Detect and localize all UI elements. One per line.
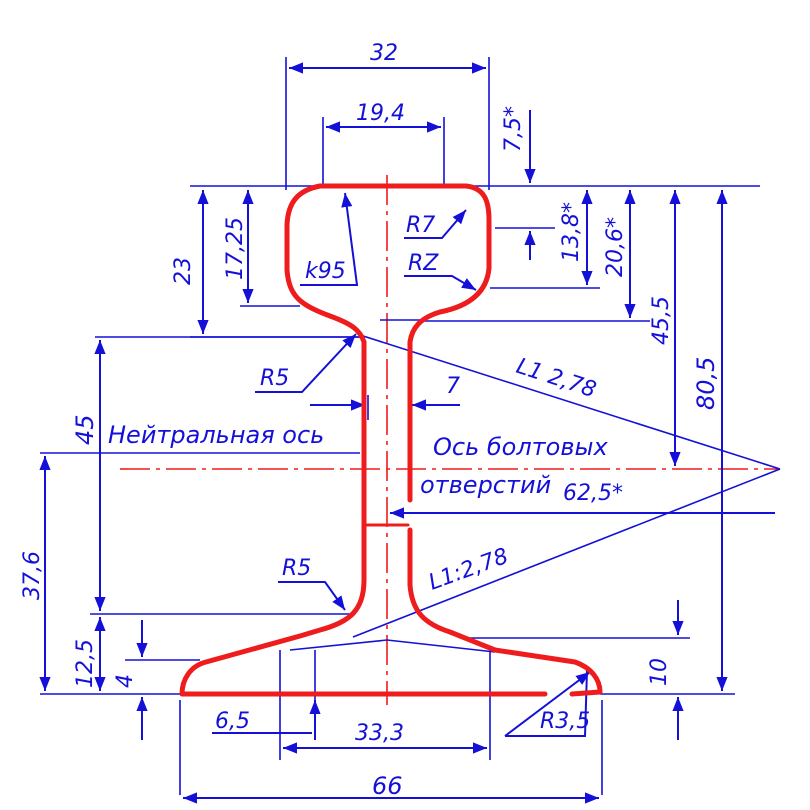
label-7-5: 7,5* bbox=[501, 106, 526, 152]
label-17-25: 17,25 bbox=[223, 217, 248, 280]
label-r7: R7 bbox=[406, 213, 435, 238]
dimension-lines bbox=[39, 62, 775, 804]
rail-profile bbox=[179, 183, 603, 697]
label-r5-top: R5 bbox=[260, 366, 289, 391]
label-6-5: 6,5 bbox=[215, 709, 250, 734]
label-rz: RZ bbox=[408, 251, 439, 276]
dimension-labels: 32 19,4 7,5* 17,25 23 13,8* 20,6* 45,5 8… bbox=[20, 41, 720, 800]
rail-head-outline bbox=[284, 183, 367, 345]
label-total-height: 80,5 bbox=[692, 357, 720, 410]
label-base-width: 66 bbox=[372, 772, 403, 800]
label-web-thickness: 7 bbox=[446, 374, 460, 399]
label-cut-left: 37,6 bbox=[20, 551, 45, 600]
label-slope-top: L1 2,78 bbox=[513, 354, 599, 403]
label-45-5: 45,5 bbox=[649, 296, 674, 345]
label-23: 23 bbox=[171, 257, 196, 285]
label-13-8: 13,8* bbox=[559, 202, 584, 262]
label-20-6: 20,6* bbox=[603, 217, 628, 277]
label-33-3: 33,3 bbox=[355, 721, 404, 746]
label-neutral-axis: Нейтральная ось bbox=[108, 421, 324, 449]
label-bolt-axis-1: Ось болтовых bbox=[433, 433, 608, 461]
rail-foot-right bbox=[407, 582, 603, 697]
label-r3-5: R3,5 bbox=[540, 709, 590, 734]
label-k95: k95 bbox=[305, 259, 346, 284]
label-62-5: 62,5* bbox=[563, 481, 623, 506]
label-12-5: 12,5 bbox=[73, 639, 98, 688]
rail-foot-left bbox=[179, 577, 548, 697]
label-10: 10 bbox=[647, 658, 672, 686]
label-head-top-width: 19,4 bbox=[356, 101, 405, 126]
label-4: 4 bbox=[113, 674, 138, 688]
label-r5-bottom: R5 bbox=[282, 556, 311, 581]
label-slope-bottom: L1:2,78 bbox=[426, 544, 512, 596]
label-web-height: 45 bbox=[71, 414, 99, 445]
label-head-width: 32 bbox=[370, 41, 398, 66]
label-bolt-axis-2: отверстий bbox=[420, 471, 551, 499]
